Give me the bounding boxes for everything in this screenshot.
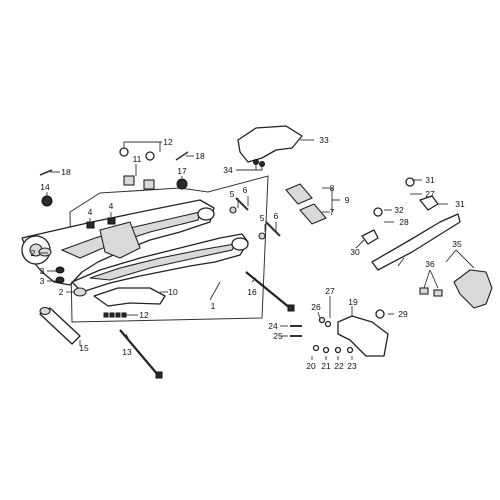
bracket-screw <box>375 309 385 319</box>
callout-label: 18 <box>61 167 71 177</box>
drive-chain <box>453 269 493 309</box>
small-hardware <box>290 316 354 354</box>
callout-label: 20 <box>306 361 316 371</box>
chain-clip <box>361 229 379 245</box>
callout-label: 2 <box>59 287 64 297</box>
bushing-part <box>38 247 52 257</box>
chain-guard-plate <box>237 125 303 163</box>
swingarm <box>21 199 249 293</box>
callout-label: 12 <box>163 137 173 147</box>
callout-label: 16 <box>247 287 257 297</box>
callout-label: 6 <box>243 185 248 195</box>
callout-label: 3 <box>40 276 45 286</box>
callout-label: 35 <box>452 239 462 249</box>
end-cap <box>41 195 53 207</box>
slider-plate <box>93 287 166 307</box>
callout-label: 29 <box>398 309 408 319</box>
mount-bolts <box>229 197 281 240</box>
tensioner-screw <box>373 207 383 217</box>
callout-label: 33 <box>319 135 329 145</box>
callout-label: 14 <box>40 182 50 192</box>
pivot-shaft <box>245 271 291 309</box>
callout-label: 13 <box>122 347 132 357</box>
callout-label: 17 <box>177 166 187 176</box>
callout-label: 1 <box>211 301 216 311</box>
callout-label: 6 <box>274 211 279 221</box>
callout-label: 9 <box>345 195 350 205</box>
callout-labels: 1 2 3 3 2 4 4 5 6 5 6 7 8 9 10 11 12 12 … <box>31 135 465 371</box>
callout-label: 28 <box>399 217 409 227</box>
callout-label: 18 <box>195 151 205 161</box>
chain-guide <box>371 213 461 271</box>
bushing-part <box>73 287 87 297</box>
callout-label: 25 <box>273 331 283 341</box>
callout-label: 3 <box>40 266 45 276</box>
callout-label: 5 <box>230 189 235 199</box>
callout-label: 4 <box>109 201 114 211</box>
callout-label: 34 <box>223 165 233 175</box>
end-cap <box>176 178 188 190</box>
nut-part <box>86 221 95 229</box>
caliper-bracket <box>337 315 389 357</box>
tensioner-screw <box>405 177 415 187</box>
callout-label: 36 <box>425 259 435 269</box>
rubber-pads <box>285 183 327 225</box>
callout-label: 27 <box>425 189 435 199</box>
callout-label: 15 <box>79 343 89 353</box>
guard-screws <box>253 159 265 167</box>
callout-label: 11 <box>133 154 142 164</box>
callout-label: 10 <box>168 287 178 297</box>
callout-label: 5 <box>260 213 265 223</box>
assembly-frame <box>69 175 269 323</box>
callout-label: 23 <box>347 361 357 371</box>
callout-label: 4 <box>88 207 93 217</box>
callout-label: 2 <box>31 248 36 258</box>
callout-label: 31 <box>455 199 465 209</box>
callout-label: 32 <box>394 205 404 215</box>
callout-label: 7 <box>330 207 335 217</box>
leader-lines <box>40 139 475 360</box>
callout-label: 8 <box>330 183 335 193</box>
callout-label: 19 <box>348 297 358 307</box>
callout-label: 24 <box>268 321 278 331</box>
callout-label: 12 <box>139 310 149 320</box>
callout-label: 21 <box>321 361 331 371</box>
seal-part <box>55 266 65 274</box>
axle-part <box>119 329 159 376</box>
callout-label: 22 <box>334 361 344 371</box>
callout-label: 30 <box>350 247 360 257</box>
seal-part <box>55 276 65 284</box>
cotter-pin <box>39 169 53 176</box>
nut-part <box>107 217 116 225</box>
callout-label: 31 <box>425 175 435 185</box>
cotter-pin <box>175 151 189 161</box>
chain-links <box>419 287 443 297</box>
chain-adjuster <box>123 175 155 190</box>
callout-label: 26 <box>311 302 321 312</box>
callout-label: 27 <box>325 286 335 296</box>
bolt-set <box>103 312 127 318</box>
